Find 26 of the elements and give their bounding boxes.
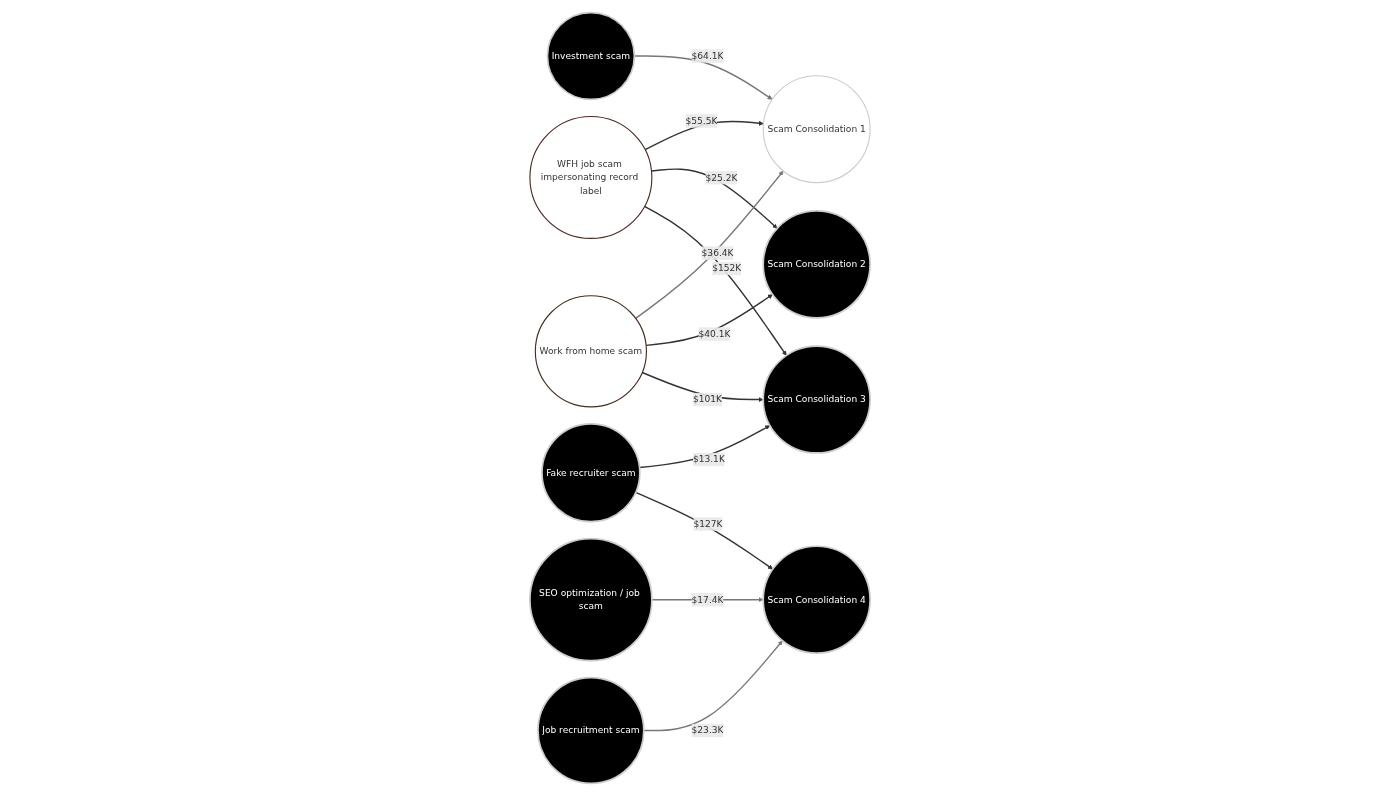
arrow <box>643 205 787 356</box>
node-circle: Job recruitment scam <box>537 676 645 785</box>
node-circle: Scam Consolidation 1 <box>762 75 871 184</box>
edge-label: $40.1K <box>698 328 731 340</box>
edge-label: $127K <box>693 518 723 530</box>
arrow <box>635 491 773 570</box>
node-circle: WFH job scam impersonating record label <box>529 115 653 239</box>
edge-label: $36.4K <box>701 247 734 259</box>
node-circle: Investment scam <box>546 11 636 101</box>
edge-label: $17.4K <box>691 594 724 605</box>
node-circle: Scam Consolidation 4 <box>762 545 871 654</box>
node-circle: Work from home scam <box>534 295 647 408</box>
edge-label: $55.5K <box>685 115 718 127</box>
edge-label: $101K <box>693 393 723 405</box>
arrow <box>643 640 783 732</box>
edge-label: $64.1K <box>691 50 724 62</box>
node-circle: Fake recruiter scam <box>541 422 641 523</box>
edge-label: $152K <box>712 262 742 274</box>
node-circle: SEO optimization / job scam <box>529 537 653 662</box>
edge-label: $23.3K <box>691 724 724 736</box>
edge-label: $13.1K <box>692 453 725 465</box>
arrow <box>634 170 784 320</box>
edge-label: $25.2K <box>705 172 738 183</box>
node-circle: Scam Consolidation 2 <box>762 210 871 319</box>
node-circle: Scam Consolidation 3 <box>762 345 871 454</box>
arrow <box>645 294 773 347</box>
